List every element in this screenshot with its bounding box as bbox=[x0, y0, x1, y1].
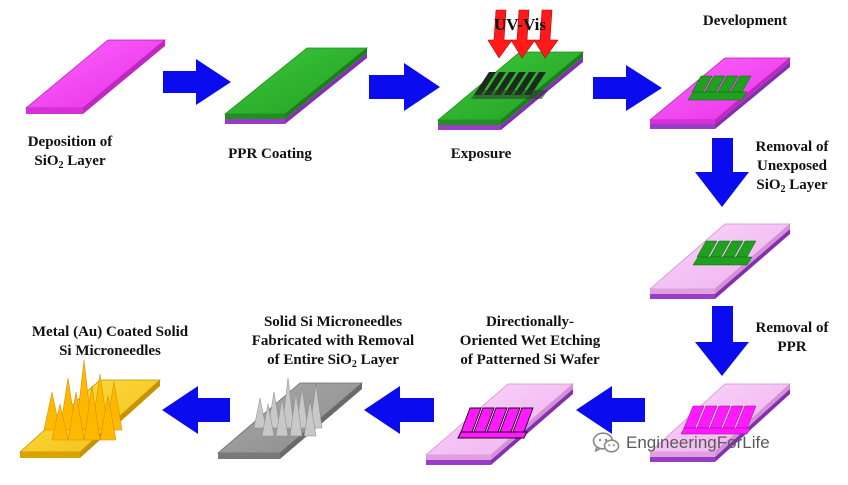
label-au-coated-microneedles: Metal (Au) Coated Solid Si Microneedles bbox=[31, 324, 189, 359]
watermark-text: EngineeringForLife bbox=[626, 433, 770, 452]
label-deposition: Deposition of SiO2 Layer bbox=[27, 134, 113, 171]
arrow-step4-to-step5 bbox=[695, 138, 749, 207]
mask-pattern bbox=[471, 72, 548, 99]
label-wet-etching: Directionally- Oriented Wet Etching of P… bbox=[459, 314, 601, 368]
wafer-removal-unexposed bbox=[648, 223, 792, 299]
label-removal-ppr: Removal of PPR bbox=[755, 320, 829, 355]
label-exposure: Exposure bbox=[450, 146, 512, 162]
watermark: EngineeringForLife bbox=[592, 431, 770, 455]
wafer-wet-etching bbox=[424, 383, 575, 465]
etched-pattern bbox=[457, 407, 534, 439]
arrow-step3-to-step4 bbox=[593, 65, 662, 111]
green-pattern bbox=[687, 75, 752, 101]
wafer-ppr-coating bbox=[223, 47, 369, 124]
wafer-deposition bbox=[24, 39, 167, 114]
gold-spikes bbox=[43, 359, 123, 441]
arrow-step7-to-step8 bbox=[364, 386, 434, 434]
wafer-removal-ppr bbox=[648, 383, 792, 462]
arrow-step8-to-step9 bbox=[162, 386, 230, 434]
flow-arrows bbox=[162, 59, 749, 434]
arrow-step2-to-step3 bbox=[369, 63, 440, 111]
wafer-au-coated-microneedles bbox=[18, 359, 162, 458]
arrow-step1-to-step2 bbox=[163, 59, 231, 105]
arrow-step5-to-step6 bbox=[695, 306, 749, 376]
uv-vis-label: UV-Vis bbox=[494, 15, 546, 34]
label-ppr-coating: PPR Coating bbox=[228, 146, 312, 162]
arrow-step6-to-step7 bbox=[576, 386, 645, 434]
wechat-icon bbox=[592, 432, 620, 453]
label-removal-unexposed: Removal of Unexposed SiO2 Layer bbox=[755, 139, 829, 195]
magenta-pattern bbox=[680, 405, 757, 435]
uv-vis-arrows bbox=[487, 9, 559, 59]
wafer-development bbox=[648, 57, 792, 129]
label-solid-si-microneedles: Solid Si Microneedles Fabricated with Re… bbox=[251, 314, 415, 370]
wafer-exposure bbox=[436, 51, 585, 130]
gray-spikes bbox=[253, 377, 323, 437]
green-pattern bbox=[692, 240, 757, 266]
wafer-solid-si-microneedles bbox=[216, 377, 364, 459]
label-development: Development bbox=[702, 13, 788, 29]
